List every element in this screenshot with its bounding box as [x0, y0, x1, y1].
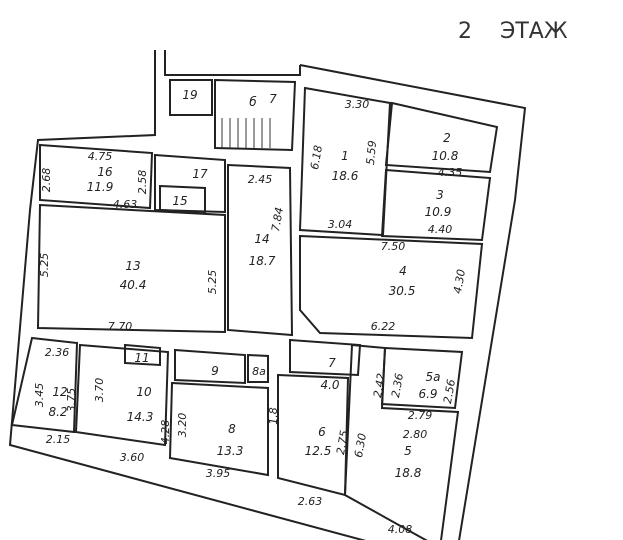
- room-number: 5: [404, 444, 412, 458]
- room-number: 14: [254, 232, 269, 246]
- dimension: 3.04: [328, 218, 353, 231]
- room-number: 16: [97, 165, 113, 179]
- dimension: 4.63: [113, 198, 138, 211]
- dimension: 2.75: [334, 429, 351, 455]
- dimension: 2.58: [136, 170, 149, 195]
- floor-number: 2: [458, 19, 472, 44]
- room-area: 10.9: [425, 205, 452, 219]
- room-area: 10.8: [432, 149, 459, 163]
- dimension: 6.30: [352, 432, 369, 458]
- room-number: 8: [228, 422, 236, 436]
- dimension: 7.50: [381, 240, 406, 253]
- room-area: 40.4: [120, 278, 147, 292]
- dimension: 5.25: [206, 270, 219, 295]
- room-19: [169, 79, 213, 116]
- dimension: 7.84: [269, 206, 286, 232]
- room-area: 11.9: [87, 180, 114, 194]
- room-4: [299, 234, 484, 340]
- dimension: 3.60: [120, 451, 145, 464]
- dimension: 2.68: [40, 168, 53, 193]
- dimension: 5.25: [38, 253, 51, 278]
- dimension: 2.79: [408, 409, 433, 422]
- dimension: 3.20: [176, 413, 189, 438]
- room-area: 18.7: [249, 254, 276, 268]
- room-area: 4.0: [320, 378, 339, 392]
- dimension: 2.36: [389, 372, 406, 398]
- dimension: 2.15: [46, 433, 71, 446]
- room-3: [380, 168, 492, 242]
- dimension-labels: 3.30 6.18 5.59 4.35 4.40 3.04 7.50 4.30 …: [33, 98, 468, 536]
- floor-label: ЭТАЖ: [500, 19, 568, 44]
- room-area: 18.6: [332, 169, 359, 183]
- room-17: [154, 153, 226, 214]
- room-13: [36, 203, 226, 334]
- dimension: 2.80: [403, 428, 428, 441]
- room-number: б: [249, 95, 257, 109]
- room-area: 14.3: [127, 410, 154, 424]
- room-area: 13.3: [217, 444, 244, 458]
- dimension: 5.59: [364, 140, 379, 166]
- dimension: 4.75: [88, 150, 113, 163]
- room-area: 8.2: [48, 405, 67, 419]
- room-14: [227, 163, 294, 337]
- room-area: 12.5: [305, 444, 332, 458]
- room-number: 11: [134, 351, 149, 365]
- room-8a: [247, 353, 269, 383]
- room-number: 3: [436, 188, 444, 202]
- room-2: [384, 101, 499, 174]
- room-8: [168, 381, 269, 477]
- room-number: 9: [211, 364, 219, 378]
- dimension: 2.45: [248, 173, 273, 186]
- room-number: 19: [182, 88, 197, 102]
- dimension: 2.63: [298, 495, 323, 508]
- room-number: 7: [328, 356, 336, 370]
- room-15: [159, 184, 206, 214]
- room-number: 8а: [252, 365, 266, 378]
- dimension: 2.42: [371, 372, 388, 398]
- room-10: [74, 343, 170, 447]
- room-11: [124, 343, 161, 367]
- room-area: 30.5: [389, 284, 416, 298]
- room-number: 5а: [426, 370, 441, 384]
- room-number: 2: [443, 131, 451, 145]
- title: 2 ЭТАЖ: [458, 19, 568, 44]
- dimension: 4.35: [438, 166, 463, 179]
- dimension: 6.18: [308, 144, 325, 170]
- dimension: 3.70: [93, 378, 106, 403]
- room-5: [343, 343, 460, 540]
- dimension: 3.75: [65, 388, 78, 413]
- dimension: 2.56: [441, 378, 458, 404]
- room-16: [39, 143, 154, 210]
- stair-treads: [221, 118, 271, 148]
- room-9: [174, 348, 246, 385]
- room-number: 1: [341, 149, 349, 163]
- dimension: 6.22: [371, 320, 396, 333]
- dimension: 2.36: [45, 346, 70, 359]
- room-number: 4: [399, 264, 407, 278]
- dimension: 3.45: [33, 383, 46, 408]
- walls: [8, 50, 527, 540]
- dimension: 4.08: [388, 523, 413, 536]
- room-area: 7: [269, 92, 277, 106]
- room-number: 6: [318, 425, 326, 439]
- dimension: 3.30: [345, 98, 370, 111]
- room-12: [10, 336, 79, 434]
- room-7: [289, 338, 362, 377]
- dimension: 4.28: [159, 420, 172, 445]
- room-labels: 1 18.6 2 10.8 3 10.9 4 30.5 5 18.8 5а 6.…: [48, 88, 458, 480]
- room-number: 10: [136, 385, 152, 399]
- room-number: 13: [125, 259, 140, 273]
- dimension: 1.8: [267, 407, 280, 425]
- dimension: 4.30: [451, 268, 468, 294]
- room-number: 12: [52, 385, 67, 399]
- room-area: 6.9: [418, 387, 437, 401]
- dimension: 3.95: [206, 467, 231, 480]
- room-stair: [214, 78, 297, 152]
- room-number: 15: [172, 194, 187, 208]
- dimension: 7.70: [108, 320, 133, 333]
- dimension: 4.40: [428, 223, 453, 236]
- room-area: 18.8: [395, 466, 422, 480]
- room-number: 17: [192, 167, 208, 181]
